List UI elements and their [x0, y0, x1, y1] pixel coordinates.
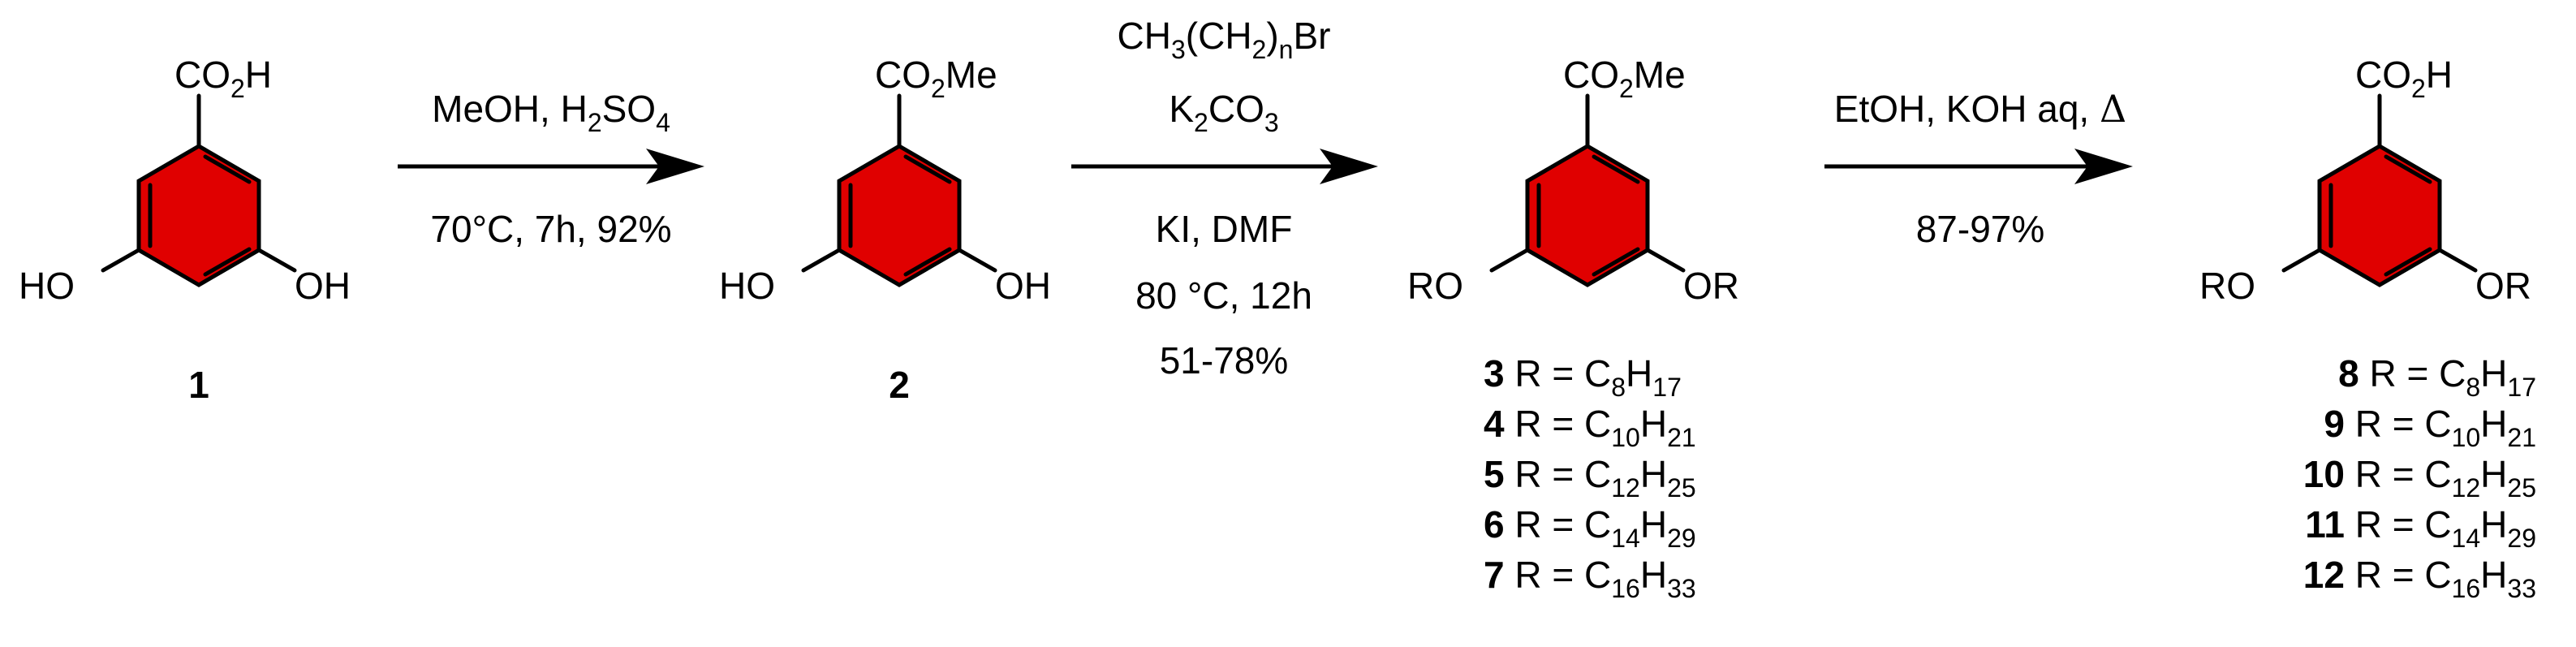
ring-bonds-3 [1489, 93, 1686, 287]
variant-5: 5 R = C12H25 [1484, 453, 1696, 503]
hydroxyl-right-1: OH [295, 265, 351, 307]
reagents-above-3: EtOH, KOH aq, Δ [1834, 87, 2126, 131]
variant-list-3-7: 3 R = C8H17 4 R = C10H21 5 R = C12H25 6 … [1484, 352, 1696, 603]
carboxyl-label-4: CO2H [2355, 54, 2453, 103]
conditions-below-2b: 80 °C, 12h [1135, 274, 1312, 317]
compound-number-2: 2 [889, 364, 910, 406]
conditions-below-3: 87-97% [1916, 208, 2045, 250]
conditions-below-2a: KI, DMF [1156, 208, 1293, 250]
variant-9: 9 R = C10H21 [2324, 403, 2536, 452]
compound-3-7: CO2Me RO OR [1407, 54, 1739, 307]
hydroxyl-right-2: OH [995, 265, 1051, 307]
variant-11: 11 R = C14H29 [2305, 503, 2536, 553]
alkoxy-left-4: RO [2199, 265, 2255, 307]
hydroxyl-left-1: HO [19, 265, 75, 307]
ester-label-3: CO2Me [1563, 54, 1686, 103]
compound-number-1: 1 [188, 364, 209, 406]
hydroxyl-left-2: HO [719, 265, 775, 307]
reaction-step-1: MeOH, H2SO4 70°C, 7h, 92% [398, 88, 704, 250]
conditions-below-2c: 51-78% [1160, 339, 1289, 382]
variant-10: 10 R = C12H25 [2303, 453, 2536, 503]
compound-1: CO2H HO OH 1 [19, 54, 351, 406]
variant-7: 7 R = C16H33 [1484, 554, 1696, 603]
benzene-ring-1 [139, 146, 259, 285]
arrow-head-3 [2074, 149, 2133, 184]
reagent-base: K2CO3 [1169, 88, 1278, 137]
benzene-ring-3 [1527, 146, 1648, 285]
conditions-below-1: 70°C, 7h, 92% [430, 208, 671, 250]
variant-3: 3 R = C8H17 [1484, 352, 1682, 402]
benzene-ring-4 [2320, 146, 2440, 285]
alkoxy-right-3: OR [1683, 265, 1739, 307]
reagents-above-1: MeOH, H2SO4 [432, 88, 670, 137]
ring-bonds-2 [801, 93, 997, 287]
compound-2: CO2Me HO OH 2 [719, 54, 1051, 406]
ring-bonds-1 [101, 93, 297, 287]
ester-label-2: CO2Me [875, 54, 997, 103]
arrow-head-2 [1320, 149, 1378, 184]
arrow-head-1 [646, 149, 704, 184]
alkoxy-right-4: OR [2475, 265, 2531, 307]
variant-8: 8 R = C8H17 [2338, 352, 2536, 402]
alkoxy-left-3: RO [1407, 265, 1463, 307]
compound-8-12: CO2H RO OR [2199, 54, 2531, 307]
ring-bonds-4 [2281, 93, 2478, 287]
reaction-step-2: CH3(CH2)nBr K2CO3 KI, DMF 80 °C, 12h 51-… [1071, 15, 1378, 382]
reagent-alkyl-bromide: CH3(CH2)nBr [1118, 15, 1331, 64]
variant-12: 12 R = C16H33 [2303, 554, 2536, 603]
variant-6: 6 R = C14H29 [1484, 503, 1696, 553]
variant-list-8-12: 8 R = C8H17 9 R = C10H21 10 R = C12H25 1… [2303, 352, 2536, 603]
reaction-step-3: EtOH, KOH aq, Δ 87-97% [1824, 87, 2133, 250]
benzene-ring-2 [839, 146, 959, 285]
variant-4: 4 R = C10H21 [1484, 403, 1696, 452]
carboxyl-label-1: CO2H [174, 54, 272, 103]
